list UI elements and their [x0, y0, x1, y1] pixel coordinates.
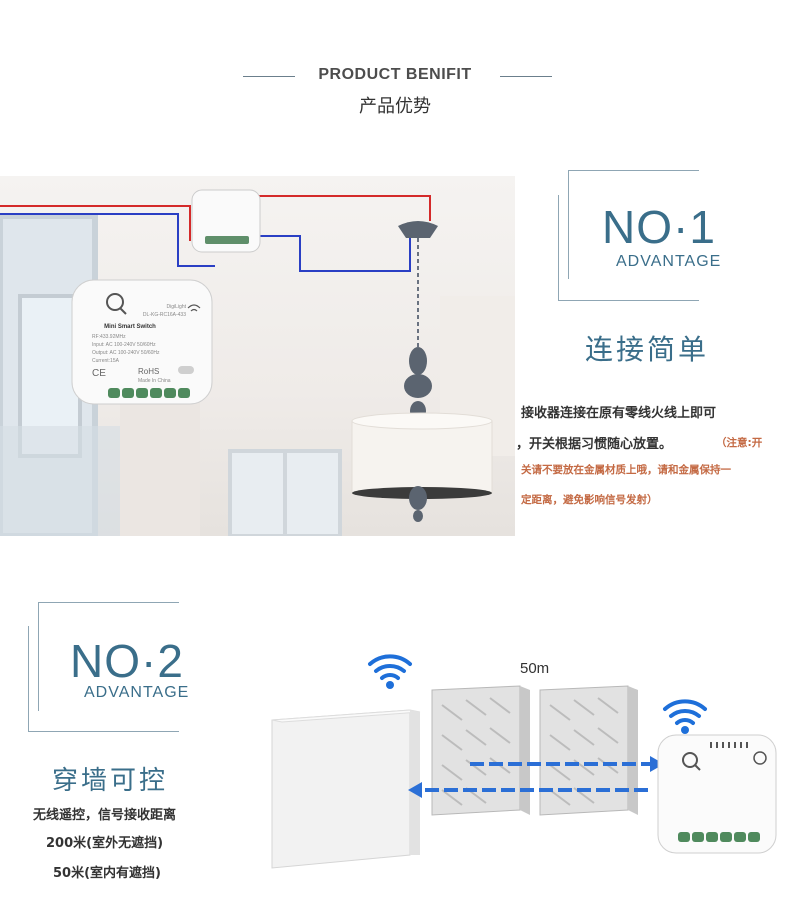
distance-label: 50m: [520, 660, 550, 677]
feature1-title: 连接简单: [585, 333, 710, 366]
feature2-line-2: 200米(室外无遮挡): [46, 836, 164, 851]
device-input: Input: AC 100-240V 50/60Hz: [92, 342, 156, 348]
made-in: Made In China: [138, 378, 171, 384]
header-rule-right: [500, 76, 552, 77]
section-title: PRODUCT BENIFIT: [318, 66, 472, 83]
feature2-line-1: 无线遥控，信号接收距离: [33, 808, 177, 823]
feature1-note-1: （注意:开: [716, 437, 763, 449]
device-brand: DigiLight: [167, 304, 187, 310]
feature1-desc-2: ，开关根据习惯随心放置。: [516, 437, 673, 452]
rohs-mark: RoHS: [138, 367, 159, 376]
wifi-signal-icon: [368, 654, 412, 689]
feature1-note-3: 定距离，避免影响信号发射）: [521, 494, 658, 506]
through-wall-graphic: [271, 654, 777, 869]
through-wall-illustration: 50m: [270, 650, 790, 899]
feature2-title: 穿墙可控: [52, 766, 169, 796]
feature1-desc-1: 接收器连接在原有零线火线上即可: [521, 406, 717, 421]
no1-label: NO·1: [602, 201, 716, 253]
no2-frame-inner: [28, 626, 179, 732]
terminal-block: [108, 388, 190, 398]
device-current: Current:15A: [92, 358, 120, 364]
device-rf: RF:433.92MHz: [92, 334, 126, 340]
installation-photo: DigiLight DL-KG-RC16A-433 Mini Smart Swi…: [0, 176, 515, 536]
no1-frame-inner: [558, 195, 699, 301]
feature2-line-3: 50米(室内有遮挡): [53, 866, 161, 881]
header-rule-left: [243, 76, 295, 77]
wifi-signal-icon: [663, 699, 707, 734]
no1-advantage: ADVANTAGE: [616, 253, 722, 270]
section-subtitle: 产品优势: [359, 96, 431, 117]
feature1-note-2: 关请不要放在金属材质上哦，请和金属保持一: [521, 464, 731, 476]
device-model: DL-KG-RC16A-433: [143, 312, 186, 318]
switch-module-image: DigiLight DL-KG-RC16A-433 Mini Smart Swi…: [71, 279, 213, 405]
ce-mark: CE: [92, 368, 106, 379]
device-name: Mini Smart Switch: [104, 324, 156, 330]
no1-frame-outer: [568, 170, 699, 279]
no2-frame-outer: [38, 602, 179, 711]
device-output: Output: AC 100-240V 50/60Hz: [92, 350, 160, 356]
no2-label: NO·2: [70, 635, 184, 687]
no2-advantage: ADVANTAGE: [84, 684, 190, 701]
